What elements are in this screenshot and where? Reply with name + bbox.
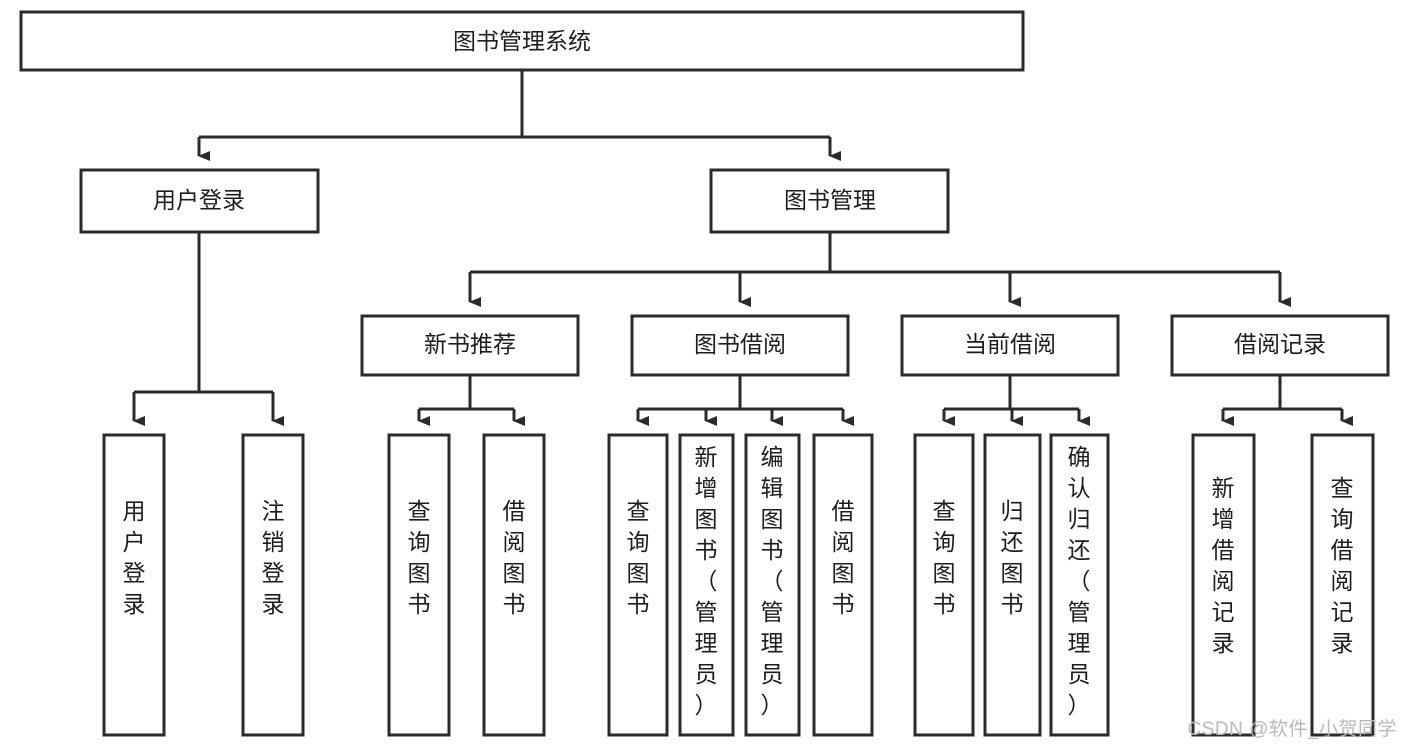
leaf-node-add-borrow-record-label: 新增借阅记录 <box>1212 475 1235 656</box>
node-current-borrow[interactable]: 当前借阅 <box>900 314 1120 377</box>
leaf-node-query-book-current-box[interactable] <box>913 433 975 737</box>
node-book-management-box[interactable] <box>709 168 950 234</box>
leaf-node-layer: 用户登录 注销登录 查询图书 借阅图书 查询图书 新增图书（管理员） <box>102 433 1375 737</box>
leaf-node-add-borrow-record[interactable]: 新增借阅记录 <box>1191 433 1256 737</box>
leaf-node-edit-book-admin[interactable]: 编辑图书（管理员） <box>744 433 801 737</box>
node-book-borrow[interactable]: 图书借阅 <box>630 314 850 377</box>
leaf-node-confirm-return-admin-label: 确认归还（管理员） <box>1068 444 1091 718</box>
node-current-borrow-label: 当前借阅 <box>964 331 1056 357</box>
leaf-node-borrow-book-borrow-box[interactable] <box>812 433 874 737</box>
leaf-node-borrow-book-recommend-label: 借阅图书 <box>503 498 526 617</box>
leaf-node-query-book-borrow-label: 查询图书 <box>627 498 650 617</box>
node-root-box[interactable] <box>19 10 1025 72</box>
leaf-node-query-book-current-label: 查询图书 <box>933 498 956 617</box>
leaf-node-query-book-borrow[interactable]: 查询图书 <box>607 433 669 737</box>
leaf-node-user-logout-box[interactable] <box>241 433 305 737</box>
leaf-node-borrow-book-borrow[interactable]: 借阅图书 <box>812 433 874 737</box>
node-new-book-recommend-box[interactable] <box>360 314 580 377</box>
node-new-book-recommend-label: 新书推荐 <box>424 331 516 357</box>
leaf-node-query-borrow-record[interactable]: 查询借阅记录 <box>1310 433 1375 737</box>
leaf-node-add-book-admin-label: 新增图书（管理员） <box>695 444 718 718</box>
node-book-management[interactable]: 图书管理 <box>709 168 950 234</box>
leaf-node-user-login-box[interactable] <box>102 433 166 737</box>
leaf-node-query-book-borrow-box[interactable] <box>607 433 669 737</box>
node-book-management-label: 图书管理 <box>784 187 876 213</box>
node-current-borrow-box[interactable] <box>900 314 1120 377</box>
leaf-node-confirm-return-admin[interactable]: 确认归还（管理员） <box>1049 433 1110 737</box>
node-root[interactable]: 图书管理系统 <box>19 10 1025 72</box>
leaf-node-query-book-recommend[interactable]: 查询图书 <box>387 433 451 737</box>
node-borrow-record[interactable]: 借阅记录 <box>1170 314 1390 377</box>
leaf-node-borrow-book-recommend-box[interactable] <box>482 433 546 737</box>
leaf-node-user-logout-label: 注销登录 <box>262 498 285 617</box>
leaf-node-add-borrow-record-box[interactable] <box>1191 433 1256 737</box>
node-book-borrow-box[interactable] <box>630 314 850 377</box>
node-borrow-record-label: 借阅记录 <box>1234 331 1326 357</box>
node-borrow-record-box[interactable] <box>1170 314 1390 377</box>
leaf-node-add-book-admin-box[interactable] <box>678 433 735 737</box>
node-book-borrow-label: 图书借阅 <box>694 331 786 357</box>
node-root-label: 图书管理系统 <box>453 28 591 54</box>
leaf-node-query-borrow-record-box[interactable] <box>1310 433 1375 737</box>
leaf-node-return-book-label: 归还图书 <box>1001 498 1024 617</box>
leaf-node-borrow-book-borrow-label: 借阅图书 <box>832 498 855 617</box>
node-user-login-box[interactable] <box>79 168 320 234</box>
node-user-login-label: 用户登录 <box>153 187 245 213</box>
leaf-node-user-login[interactable]: 用户登录 <box>102 433 166 737</box>
leaf-node-query-book-current[interactable]: 查询图书 <box>913 433 975 737</box>
leaf-node-return-book[interactable]: 归还图书 <box>983 433 1042 737</box>
leaf-node-edit-book-admin-label: 编辑图书（管理员） <box>761 444 784 718</box>
leaf-node-edit-book-admin-box[interactable] <box>744 433 801 737</box>
connector-layer <box>132 70 1353 426</box>
leaf-node-confirm-return-admin-box[interactable] <box>1049 433 1110 737</box>
leaf-node-query-borrow-record-label: 查询借阅记录 <box>1331 475 1354 656</box>
leaf-node-user-login-label: 用户登录 <box>123 498 146 617</box>
leaf-node-user-logout[interactable]: 注销登录 <box>241 433 305 737</box>
leaf-node-query-book-recommend-box[interactable] <box>387 433 451 737</box>
leaf-node-borrow-book-recommend[interactable]: 借阅图书 <box>482 433 546 737</box>
leaf-node-query-book-recommend-label: 查询图书 <box>408 498 431 617</box>
leaf-node-add-book-admin[interactable]: 新增图书（管理员） <box>678 433 735 737</box>
node-user-login[interactable]: 用户登录 <box>79 168 320 234</box>
leaf-node-return-book-box[interactable] <box>983 433 1042 737</box>
node-new-book-recommend[interactable]: 新书推荐 <box>360 314 580 377</box>
